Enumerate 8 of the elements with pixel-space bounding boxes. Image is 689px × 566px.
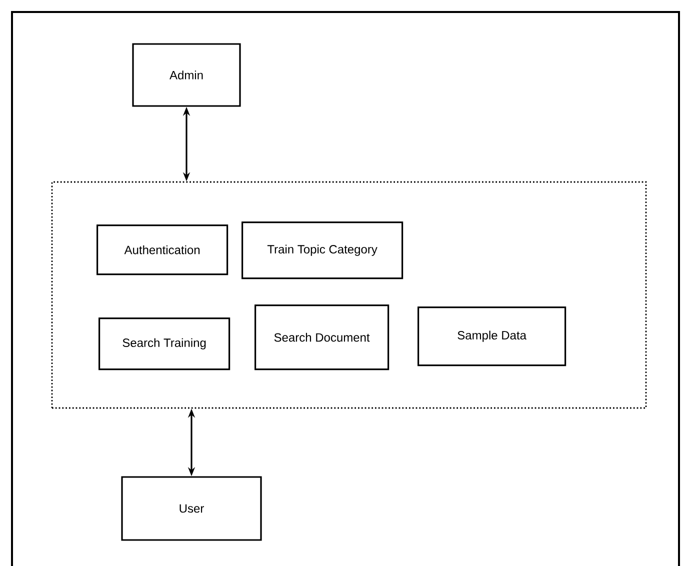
process-box: User [121, 476, 262, 541]
process-box: Authentication [96, 224, 228, 276]
process-box: Search Document [254, 304, 390, 370]
process-box: Sample Data [418, 306, 566, 366]
process-box: Search Training [98, 318, 230, 370]
process-box: Admin [132, 43, 241, 107]
process-box: Train Topic Category [242, 222, 404, 280]
dotted-container [51, 181, 647, 409]
